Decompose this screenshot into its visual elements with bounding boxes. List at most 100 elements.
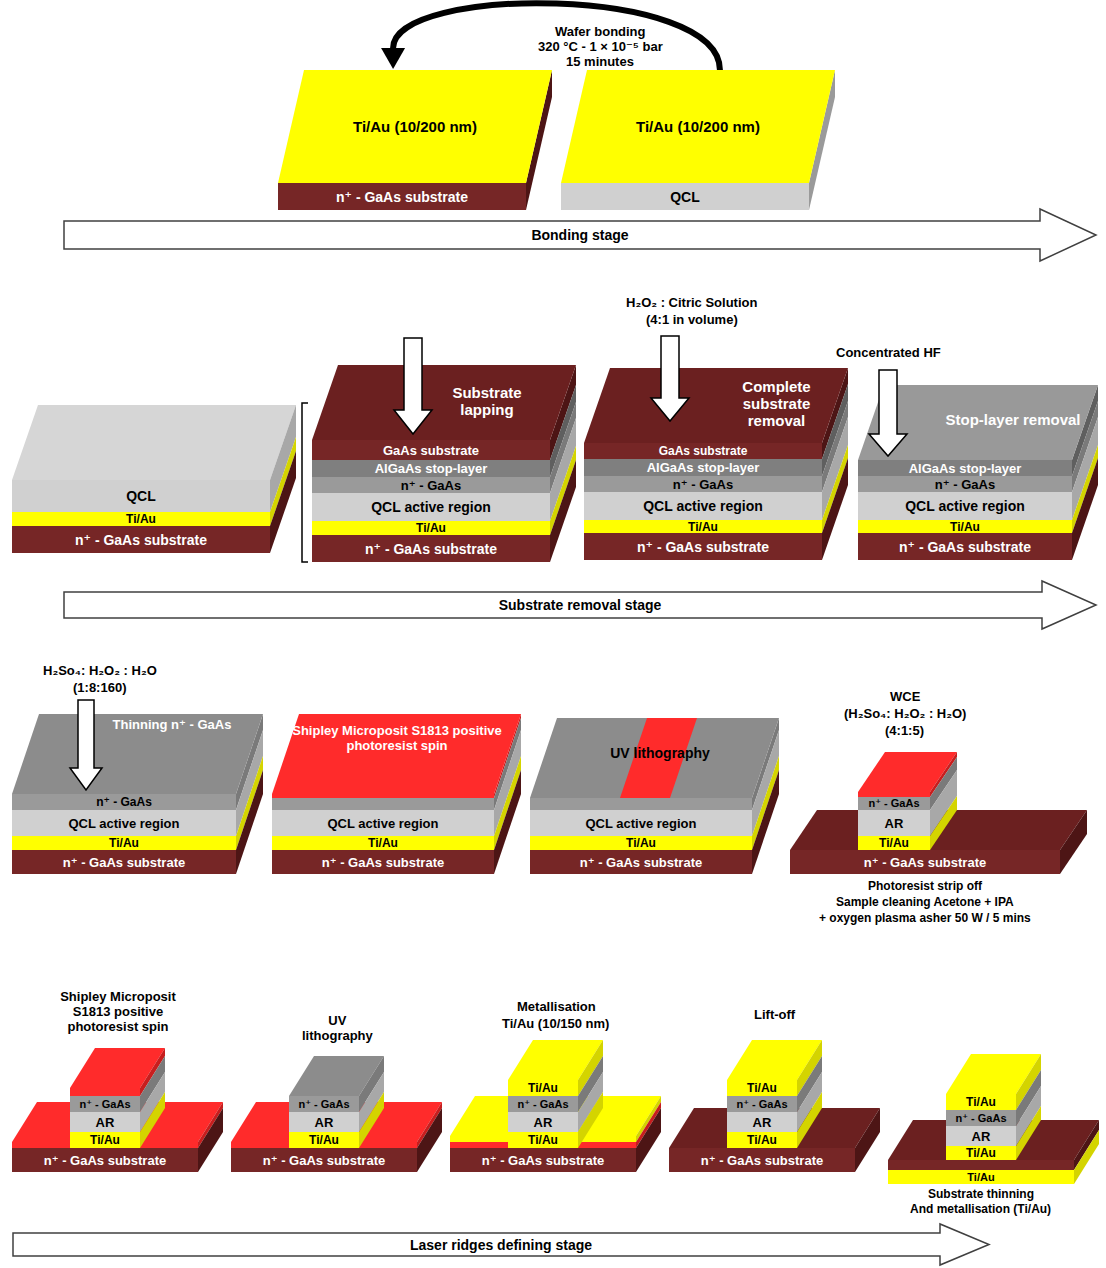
layer-label: AR — [315, 1116, 334, 1129]
top-face-shape — [12, 714, 263, 794]
layer-label: n⁺ - GaAs — [79, 1099, 130, 1110]
layer-label: n⁺ - GaAs substrate — [322, 856, 444, 869]
layer-label: n⁺ - GaAs substrate — [63, 856, 185, 869]
layer-face: n⁺ - GaAs — [70, 1096, 140, 1112]
layer-label: GaAs substrate — [383, 444, 479, 457]
layer-label: AR — [972, 1130, 991, 1143]
layer-label: Ti/Au — [747, 1082, 777, 1094]
layer-label: Ti/Au — [967, 1172, 994, 1183]
layer-label: AR — [885, 817, 904, 830]
process-note: Wafer bonding — [555, 25, 646, 40]
laser-ridge-faces — [855, 1108, 880, 1172]
stage-label: Substrate removal stage — [499, 598, 662, 612]
layer-label: Ti/Au — [688, 521, 718, 533]
layer-label: AlGaAs stop-layer — [647, 461, 760, 474]
layer-face: Ti/Au — [289, 1132, 359, 1148]
layer-label: Complete substrate removal — [734, 379, 819, 430]
layer-face: Ti/Au — [530, 836, 752, 850]
process-note: (1:8:160) — [73, 681, 126, 696]
stage-label: Laser ridges defining stage — [410, 1238, 592, 1252]
photoresist-stripe — [620, 718, 697, 798]
stage-label: Bonding stage — [531, 228, 628, 242]
process-down-arrow — [651, 336, 689, 421]
layer-face: n⁺ - GaAs substrate — [12, 850, 236, 874]
layer-label: n⁺ - GaAs substrate — [44, 1154, 166, 1167]
layer-top-face: Complete substrate removal — [584, 368, 848, 443]
layer-label: Ti/Au — [626, 837, 656, 849]
layer-face: Ti/Au — [946, 1094, 1016, 1110]
layer-label: n⁺ - GaAs substrate — [365, 542, 497, 556]
process-down-arrow — [394, 338, 432, 434]
layer-face: n⁺ - GaAs — [312, 477, 550, 493]
wafer-stack-faces — [12, 405, 296, 553]
laser-ridge-faces — [797, 1092, 822, 1148]
layer-face: Ti/Au — [858, 836, 930, 850]
process-note: H₂O₂ : Citric Solution — [626, 296, 757, 311]
process-note: And metallisation (Ti/Au) — [910, 1203, 1051, 1217]
layer-label: Ti/Au — [966, 1096, 996, 1108]
layer-face: GaAs substrate — [584, 443, 822, 459]
layer-label: n⁺ - GaAs — [517, 1099, 568, 1110]
layer-face: n⁺ - GaAs substrate — [231, 1148, 417, 1172]
layer-label: AR — [534, 1116, 553, 1129]
layer-face: Ti/Au — [70, 1132, 140, 1148]
layer-label: Stop-layer removal — [943, 412, 1083, 429]
process-note: (H₂So₄: H₂O₂ : H₂O) — [844, 707, 966, 722]
layer-label: Ti/Au — [747, 1134, 777, 1146]
layer-label: n⁺ - GaAs substrate — [482, 1154, 604, 1167]
layer-face: Ti/Au — [508, 1080, 578, 1096]
layer-label: QCL active region — [905, 499, 1025, 513]
layer-label: GaAs substrate — [659, 445, 748, 457]
layer-label: QCL active region — [68, 817, 179, 830]
layer-face: Ti/Au — [12, 512, 270, 526]
layer-face: n⁺ - GaAs — [858, 797, 930, 810]
layer-face: QCL active region — [272, 810, 494, 836]
layer-label: QCL active region — [643, 499, 763, 513]
stage-arrow: Bonding stage — [63, 208, 1097, 262]
layer-face: Ti/Au — [946, 1146, 1016, 1160]
process-note: Shipley Microposit S1813 positive photor… — [43, 990, 193, 1035]
layer-label: Ti/Au — [950, 521, 980, 533]
process-note: H₂So₄: H₂O₂ : H₂O — [43, 664, 157, 679]
process-note: Sample cleaning Acetone + IPA — [836, 896, 1014, 910]
layer-label: QCL active region — [585, 817, 696, 830]
layer-label: UV lithography — [600, 746, 720, 762]
laser-ridge-faces — [12, 1040, 1099, 1184]
top-face-shape — [561, 70, 835, 183]
process-note: UV lithography — [302, 1014, 373, 1044]
wafer-side-face — [272, 798, 494, 810]
wafer-side-face — [494, 770, 521, 874]
layer-label: QCL — [126, 489, 156, 503]
layer-label: n⁺ - GaAs substrate — [701, 1154, 823, 1167]
layer-label: Ti/Au — [309, 1134, 339, 1146]
layer-face: n⁺ - GaAs — [584, 476, 822, 492]
layer-label: Shipley Microposit S1813 positive photor… — [292, 724, 502, 753]
layer-face: AR — [70, 1112, 140, 1132]
laser-ridge-faces — [930, 796, 957, 850]
layer-label: n⁺ - GaAs substrate — [899, 540, 1031, 554]
layer-face: GaAs substrate — [312, 440, 550, 460]
layer-face: n⁺ - GaAs — [289, 1096, 359, 1112]
layer-face: QCL — [561, 183, 809, 210]
layer-label: n⁺ - GaAs substrate — [336, 190, 468, 204]
layer-face: n⁺ - GaAs substrate — [858, 533, 1072, 560]
stage-arrow-shape — [64, 581, 1096, 629]
layer-label: Ti/Au — [528, 1082, 558, 1094]
layer-label: QCL — [670, 190, 700, 204]
layer-face: QCL active region — [858, 492, 1072, 520]
photoresist-stripe — [620, 718, 697, 798]
process-note: + oxygen plasma asher 50 W / 5 mins — [819, 912, 1031, 926]
layer-label: Ti/Au — [528, 1134, 558, 1146]
process-down-arrow — [70, 700, 102, 790]
layer-face: AR — [858, 810, 930, 836]
laser-ridge-faces — [359, 1092, 384, 1148]
layer-face: AR — [727, 1112, 797, 1132]
layer-face: AR — [289, 1112, 359, 1132]
wafer-stack-faces — [12, 405, 296, 480]
top-face-shape — [278, 70, 552, 183]
layer-label: n⁺ - GaAs — [673, 478, 733, 491]
layer-face: n⁺ - GaAs substrate — [450, 1148, 636, 1172]
